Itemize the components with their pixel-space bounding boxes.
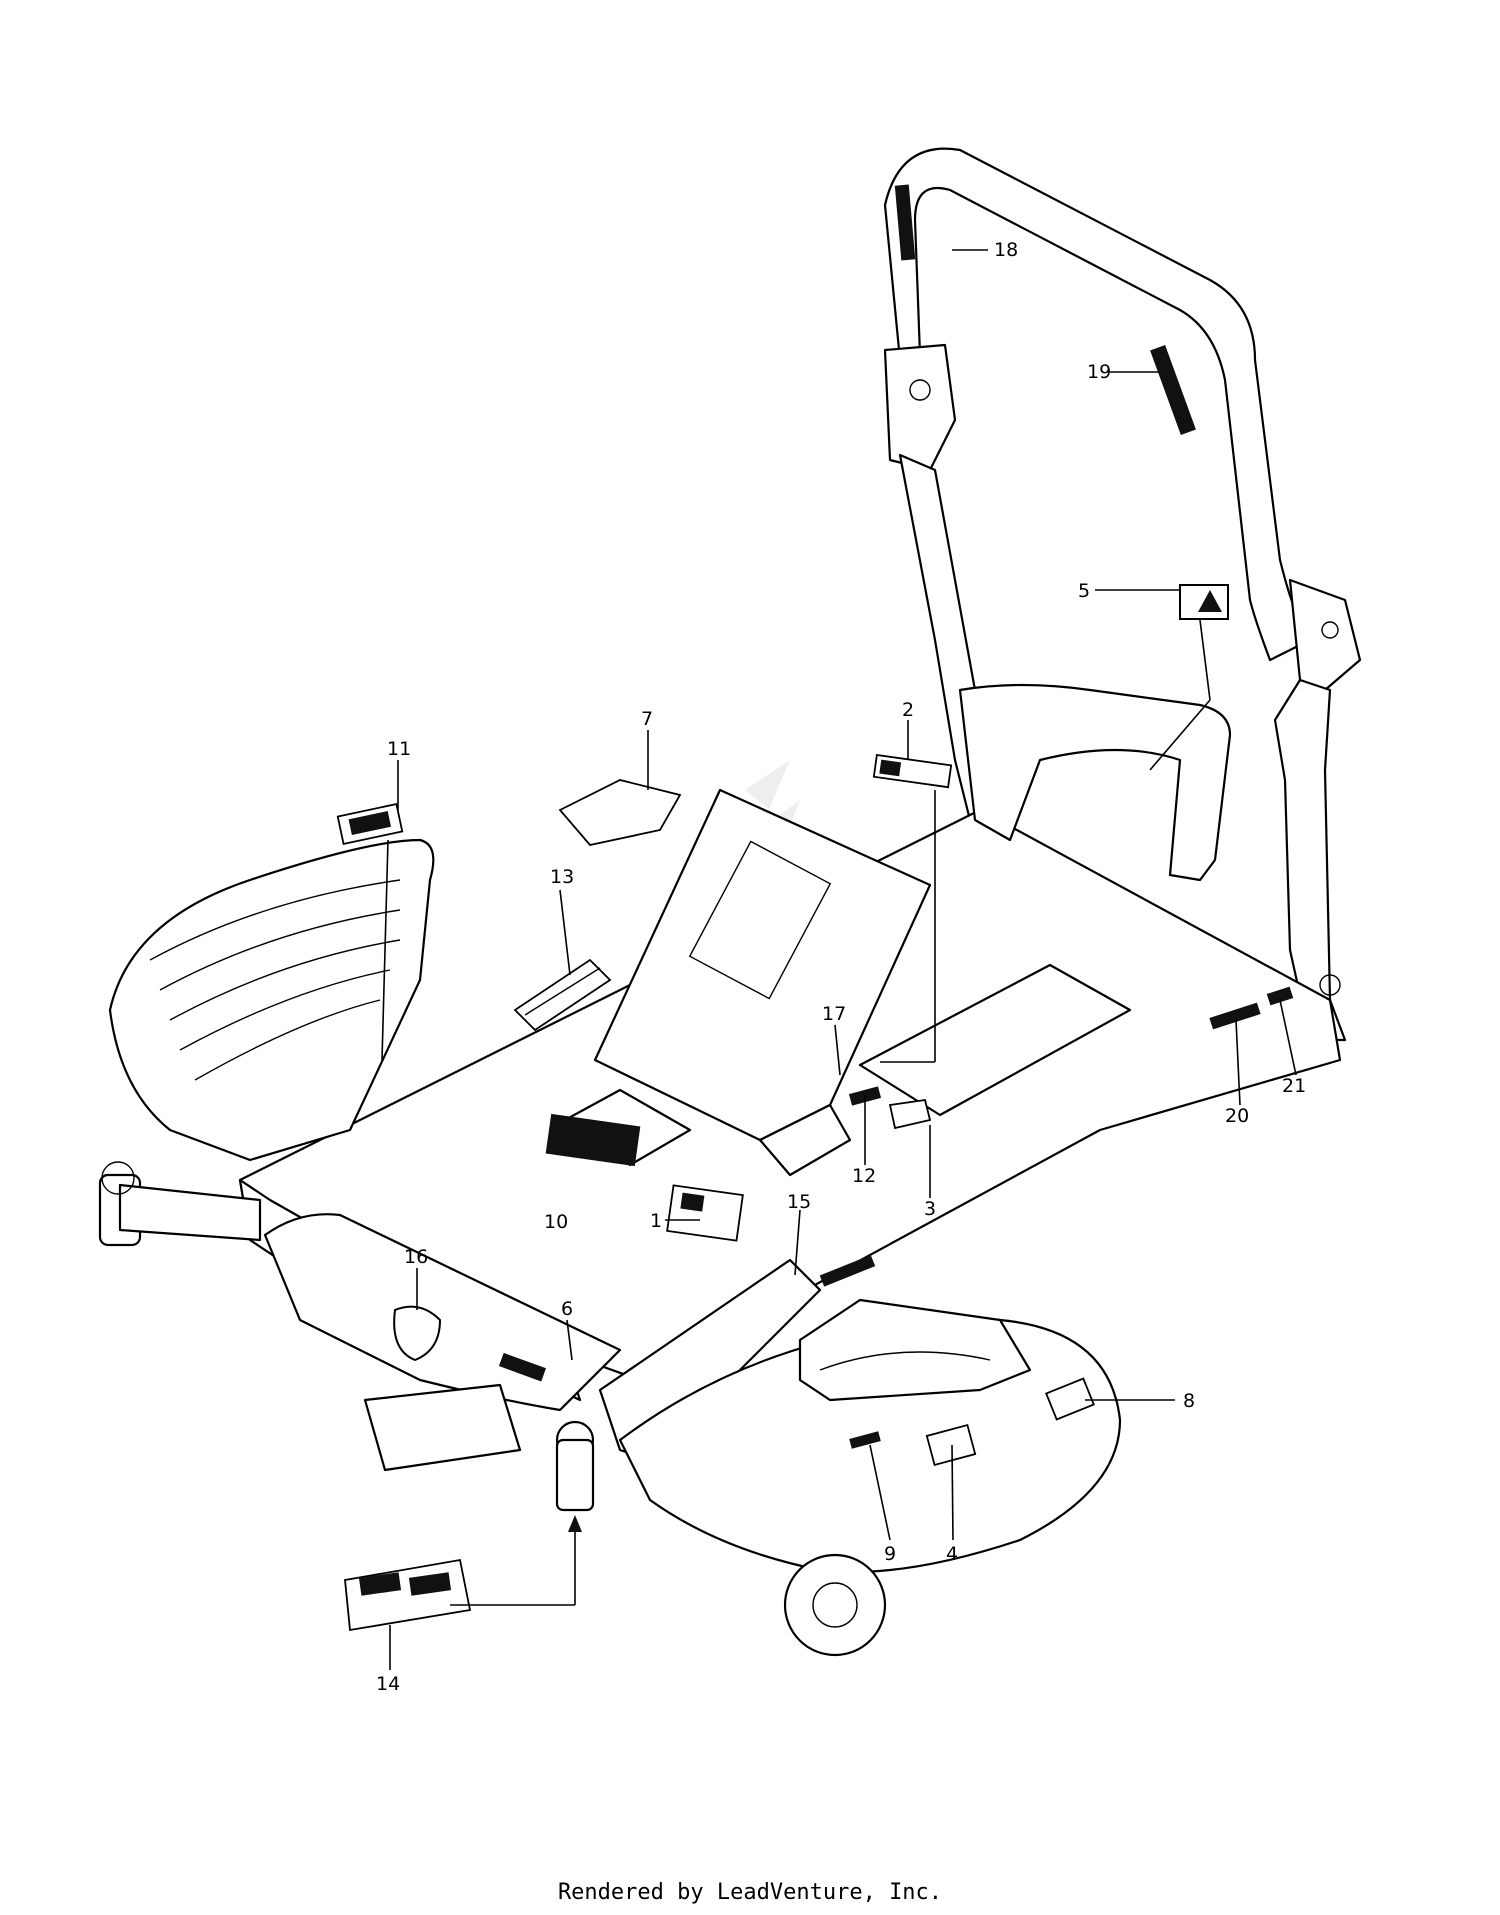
leader-lines [381,249,1297,1670]
callout-3: 3 [924,1198,936,1220]
decal-1 [666,1184,744,1242]
callout-14: 14 [376,1673,400,1695]
footrest-plate [858,963,1132,1117]
decal-13 [513,958,612,1032]
decal-11 [336,803,404,845]
roll-bar [883,147,1362,1042]
decal-15 [819,1254,876,1287]
warning-decal-icon [1150,344,1196,436]
discharge-chute [363,1383,522,1472]
callout-21: 21 [1282,1075,1306,1097]
callout-4: 4 [946,1543,958,1565]
callout-8: 8 [1183,1390,1195,1412]
callout-9: 9 [884,1543,896,1565]
callout-15: 15 [787,1191,811,1213]
roll-bar-decal-icon [894,184,916,261]
callout-19: 19 [1087,361,1111,383]
callout-11: 11 [387,738,411,760]
decal-9 [849,1431,881,1449]
callout-13: 13 [550,866,574,888]
callout-12: 12 [852,1165,876,1187]
front-axle [98,1161,262,1247]
callout-6: 6 [561,1298,573,1320]
decal-14 [344,1558,472,1632]
decal-10 [545,1113,641,1167]
callout-18: 18 [994,239,1018,261]
callout-17: 17 [822,1003,846,1025]
deck-wheel [783,1553,887,1657]
front-fender-left [263,1213,622,1412]
engine-hood [108,838,435,1162]
callout-10: 10 [544,1211,568,1233]
decal-2 [872,753,953,789]
callout-5: 5 [1078,580,1090,602]
decal-8 [1045,1377,1095,1421]
decal-4 [925,1423,977,1467]
decal-6 [498,1352,547,1382]
callout-16: 16 [404,1246,428,1268]
brand-crown-logo-icon [393,1305,442,1362]
seat [593,788,932,1177]
footer-credit: Rendered by LeadVenture, Inc. [557,1880,943,1905]
decal-7 [558,779,682,846]
callout-2: 2 [902,699,914,721]
callout-20: 20 [1225,1105,1249,1127]
decal-3 [888,1098,932,1130]
decal-21 [1266,986,1294,1006]
decal-20 [1209,1002,1261,1030]
callout-1: 1 [650,1210,662,1232]
warning-triangle-icon [1198,590,1222,612]
safety-label-icon [1179,584,1229,620]
callout-7: 7 [641,708,653,730]
